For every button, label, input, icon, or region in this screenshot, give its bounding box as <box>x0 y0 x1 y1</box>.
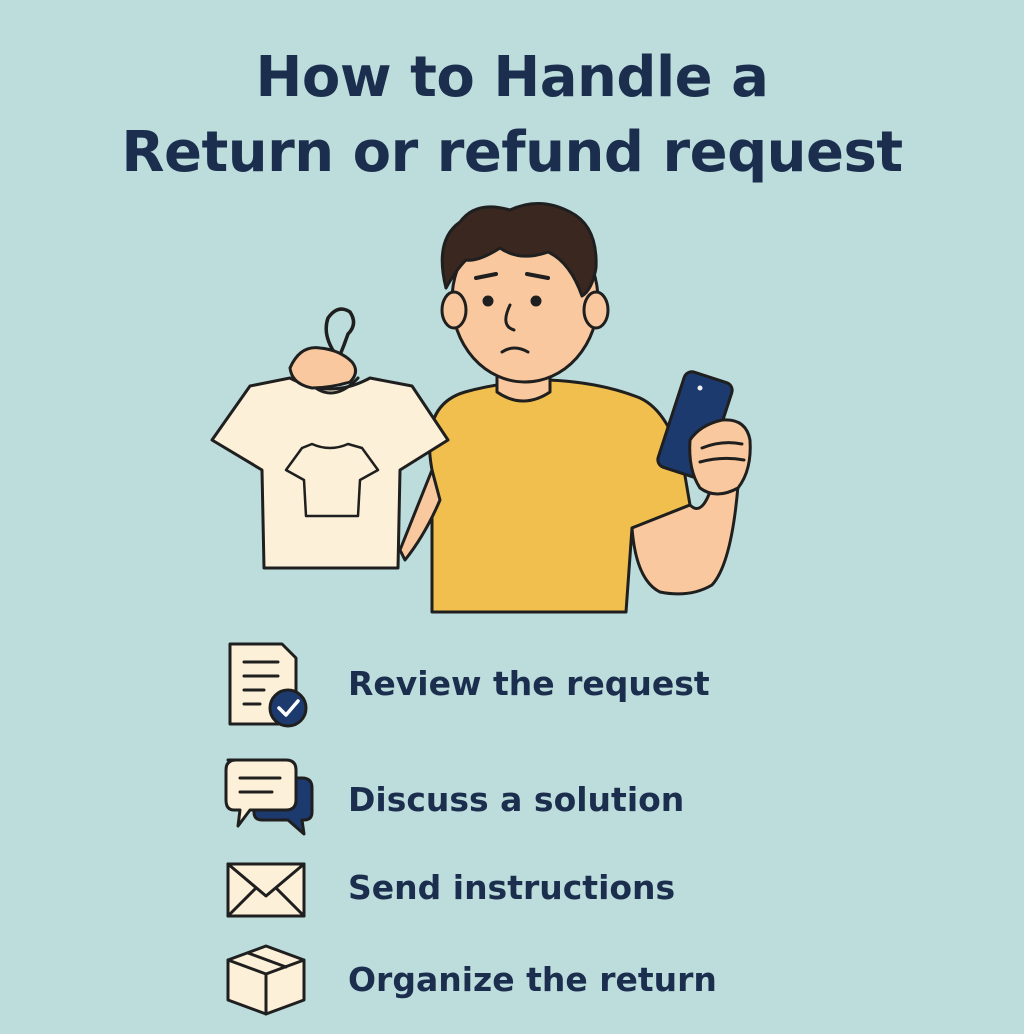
left-hand <box>288 346 357 390</box>
person-illustration <box>210 201 752 614</box>
left-arm <box>398 468 442 562</box>
page-title-line-1: How to Handle a <box>255 45 769 110</box>
step-organize: Organize the return <box>222 942 782 1032</box>
right-ear <box>582 290 610 330</box>
page-title-line-2: Return or refund request <box>121 120 903 185</box>
step-label-discuss: Discuss a solution <box>348 780 685 819</box>
tshirt-print-icon <box>284 442 380 518</box>
step-label-organize: Organize the return <box>348 960 717 999</box>
step-send: Send instructions <box>222 858 782 948</box>
envelope-icon <box>226 862 306 918</box>
step-discuss: Discuss a solution <box>222 754 782 844</box>
chat-bubbles-icon <box>224 758 314 836</box>
checklist-document-icon <box>228 642 308 728</box>
right-hand <box>688 418 752 496</box>
step-review: Review the request <box>222 640 782 730</box>
step-label-send: Send instructions <box>348 868 676 907</box>
hair <box>440 201 598 298</box>
box-icon <box>226 944 306 1016</box>
hanger <box>324 307 356 382</box>
step-label-review: Review the request <box>348 664 710 703</box>
left-ear <box>440 290 468 330</box>
